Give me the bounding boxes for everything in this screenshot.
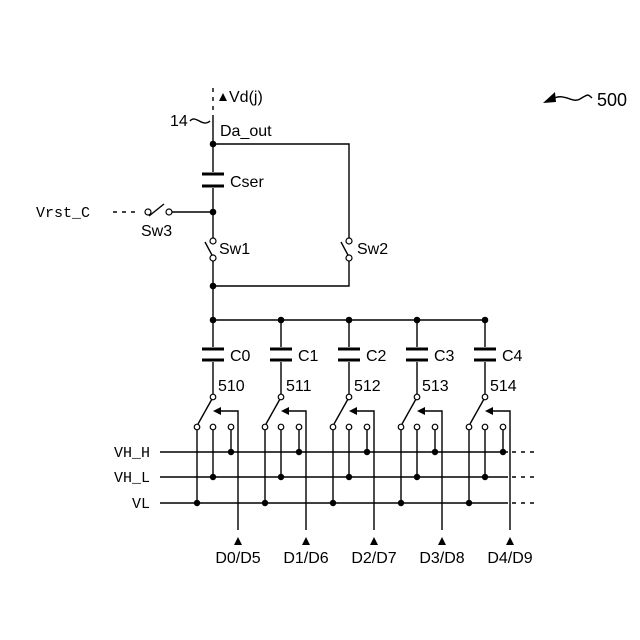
rail-junction (500, 449, 506, 455)
mux-label: 514 (490, 378, 517, 395)
rail-junction (346, 474, 352, 480)
data-input-label: D0/D5 (215, 550, 260, 567)
control-arrow-icon (281, 407, 289, 415)
mux-label: 512 (354, 378, 381, 395)
node-ref-label: 14 (170, 113, 188, 130)
rail-junction (414, 474, 420, 480)
supply-arrow-icon (219, 93, 227, 101)
cell-0: C0 510D0/D5 (194, 317, 261, 567)
control-arrow-icon (485, 407, 493, 415)
rail-junction (466, 500, 472, 506)
cell-4: C4 514D4/D9 (466, 317, 533, 567)
cap-label: C0 (230, 348, 251, 365)
cap-label: C2 (366, 348, 387, 365)
cell-2: C2 512D2/D7 (330, 317, 397, 567)
figure-reference: 500 (543, 90, 627, 110)
rail-junction (482, 474, 488, 480)
bypass-branch: Sw2 (213, 144, 388, 286)
sw2-label: Sw2 (357, 241, 388, 258)
data-arrow-icon (302, 537, 310, 545)
rail-label-vh-l: VH_L (114, 470, 150, 487)
rail-junction (432, 449, 438, 455)
series-cap-label: Cser (230, 174, 264, 191)
rail-junction (330, 500, 336, 506)
data-arrow-icon (234, 537, 242, 545)
supply-label: Vd(j) (229, 89, 263, 106)
rail-junction (398, 500, 404, 506)
figure-number: 500 (597, 90, 627, 110)
voltage-rails: VH_H VH_L VL (114, 445, 536, 513)
rail-junction (364, 449, 370, 455)
data-input-label: D4/D9 (487, 550, 532, 567)
data-input-label: D2/D7 (351, 550, 396, 567)
rail-junction (262, 500, 268, 506)
main-trunk: Cser Sw1 (202, 118, 264, 320)
data-arrow-icon (506, 537, 514, 545)
control-arrow-icon (213, 407, 221, 415)
reset-branch: Vrst_C Sw3 (36, 204, 213, 240)
rail-junction (210, 474, 216, 480)
cap-label: C4 (502, 348, 523, 365)
sw1-label: Sw1 (219, 241, 250, 258)
supply-input: Vd(j) (213, 88, 263, 118)
rail-label-vl: VL (132, 496, 150, 513)
data-input-label: D1/D6 (283, 550, 328, 567)
data-arrow-icon (438, 537, 446, 545)
reset-input-label: Vrst_C (36, 205, 90, 222)
capacitor-cells: C0 510D0/D5 C1 511D1/D6 C2 512D2/D7 C3 513D3/D8… (194, 317, 533, 567)
rail-junction (228, 449, 234, 455)
cell-1: C1 511D1/D6 (262, 317, 329, 567)
mux-label: 510 (218, 378, 245, 395)
rail-junction (278, 474, 284, 480)
cap-label: C3 (434, 348, 455, 365)
control-arrow-icon (349, 407, 357, 415)
output-label: Da_out (220, 123, 272, 140)
rail-label-vh-h: VH_H (114, 445, 150, 462)
rail-junction (296, 449, 302, 455)
mux-label: 513 (422, 378, 449, 395)
rail-junction (194, 500, 200, 506)
node-reference: 14 Da_out (170, 113, 272, 140)
cap-label: C1 (298, 348, 319, 365)
data-input-label: D3/D8 (419, 550, 464, 567)
sw3-label: Sw3 (141, 223, 172, 240)
cell-3: C3 513D3/D8 (398, 317, 465, 567)
control-arrow-icon (417, 407, 425, 415)
data-arrow-icon (370, 537, 378, 545)
mux-label: 511 (286, 378, 312, 395)
